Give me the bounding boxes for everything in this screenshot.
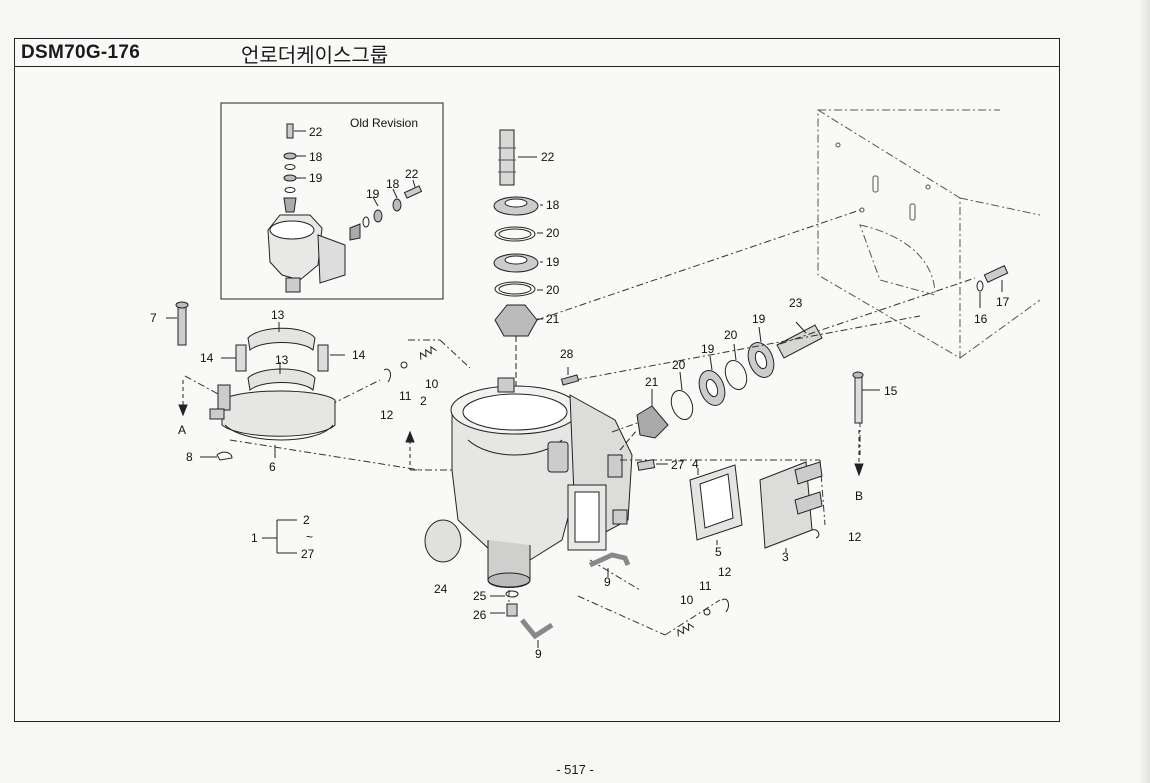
inset-labels: Old Revision 22 18 19 19 18 22 [309, 116, 419, 201]
callout-17: 17 [996, 295, 1010, 309]
fitting-27 [636, 459, 668, 471]
pipe-9-upper [588, 552, 631, 577]
callout-23: 23 [789, 296, 803, 310]
page-edge-shadow [1140, 0, 1150, 783]
callout-7: 7 [150, 311, 157, 325]
group-name: 언로더케이스그룹 [241, 43, 389, 67]
callout-12b: 12 [848, 530, 862, 544]
inset-callout-18b: 18 [386, 177, 400, 191]
inset-callout-19b: 19 [366, 187, 380, 201]
range-main-callout: 1 [251, 531, 258, 545]
spring-10-top [383, 345, 437, 383]
pipe-9-lower [520, 618, 554, 648]
callout-19c: 19 [701, 342, 715, 356]
callout-19: 19 [546, 255, 560, 269]
callout-10b: 10 [680, 593, 694, 607]
range-from: 2 [303, 513, 310, 527]
arrow-up-housing [405, 430, 415, 470]
callout-2: 2 [420, 394, 427, 408]
bolt-17-washer-16 [976, 265, 1009, 308]
callout-26: 26 [473, 608, 487, 622]
callout-11b: 11 [699, 579, 712, 593]
callout-12c: 12 [718, 565, 732, 579]
vertical-shaft-stack [493, 129, 543, 420]
page-header: DSM70G-176 언로더케이스그룹 [15, 39, 1059, 67]
callout-3: 3 [782, 550, 789, 564]
inset-title: Old Revision [350, 116, 418, 130]
assembly-leaders [184, 209, 976, 636]
gasket-4-5 [689, 464, 743, 545]
callout-5: 5 [715, 545, 722, 559]
arrow-b [854, 430, 864, 477]
callout-labels: 22 18 20 19 20 21 7 13 14 13 14 10 11 12… [150, 150, 1010, 661]
callout-9b: 9 [535, 647, 542, 661]
callout-28: 28 [560, 347, 574, 361]
parts-page-frame: DSM70G-176 언로더케이스그룹 [14, 38, 1060, 722]
cover-24 [424, 519, 462, 563]
callout-10: 10 [425, 377, 439, 391]
inset-callout-22: 22 [309, 125, 323, 139]
inset-callout-19: 19 [309, 171, 323, 185]
callout-21: 21 [546, 312, 560, 326]
callout-20c: 20 [724, 328, 738, 342]
old-revision-inset [220, 102, 444, 300]
callout-14b: 14 [352, 348, 366, 362]
callout-19b: 19 [752, 312, 766, 326]
callout-15: 15 [884, 384, 898, 398]
plate-3 [759, 461, 823, 552]
callout-6: 6 [269, 460, 276, 474]
callout-20b: 20 [546, 283, 560, 297]
callout-20d: 20 [672, 358, 686, 372]
callout-b: B [855, 489, 863, 503]
bolt-28 [560, 367, 580, 386]
clamp-band-assembly [166, 301, 345, 461]
washer-25-bolt-26 [490, 590, 519, 617]
callout-25: 25 [473, 589, 487, 603]
bolt-15 [852, 371, 880, 424]
callout-9: 9 [604, 575, 611, 589]
frame-slots [835, 142, 931, 221]
inset-callout-22b: 22 [405, 167, 419, 181]
range-to: 27 [301, 547, 315, 561]
callout-4: 4 [692, 457, 699, 471]
callout-13: 13 [271, 308, 285, 322]
callout-16: 16 [974, 312, 988, 326]
callout-12: 12 [380, 408, 394, 422]
callout-18: 18 [546, 198, 560, 212]
mounting-frame-plate [817, 109, 1041, 359]
callout-22: 22 [541, 150, 555, 164]
inset-callout-18: 18 [309, 150, 323, 164]
callout-21b: 21 [645, 375, 659, 389]
callout-8: 8 [186, 450, 193, 464]
part-range-bracket [262, 519, 297, 554]
callout-11: 11 [399, 389, 412, 403]
arrow-a [178, 380, 188, 417]
callout-24: 24 [434, 582, 448, 596]
range-tilde: ~ [306, 530, 313, 544]
spring-10-bottom [677, 598, 730, 637]
callout-13b: 13 [275, 353, 289, 367]
callout-a: A [178, 423, 186, 437]
callout-27: 27 [671, 458, 685, 472]
unloader-case-housing [450, 377, 633, 588]
callout-14: 14 [200, 351, 214, 365]
page-number: - 517 - [556, 762, 594, 777]
callout-20: 20 [546, 226, 560, 240]
model-code: DSM70G-176 [21, 42, 141, 63]
